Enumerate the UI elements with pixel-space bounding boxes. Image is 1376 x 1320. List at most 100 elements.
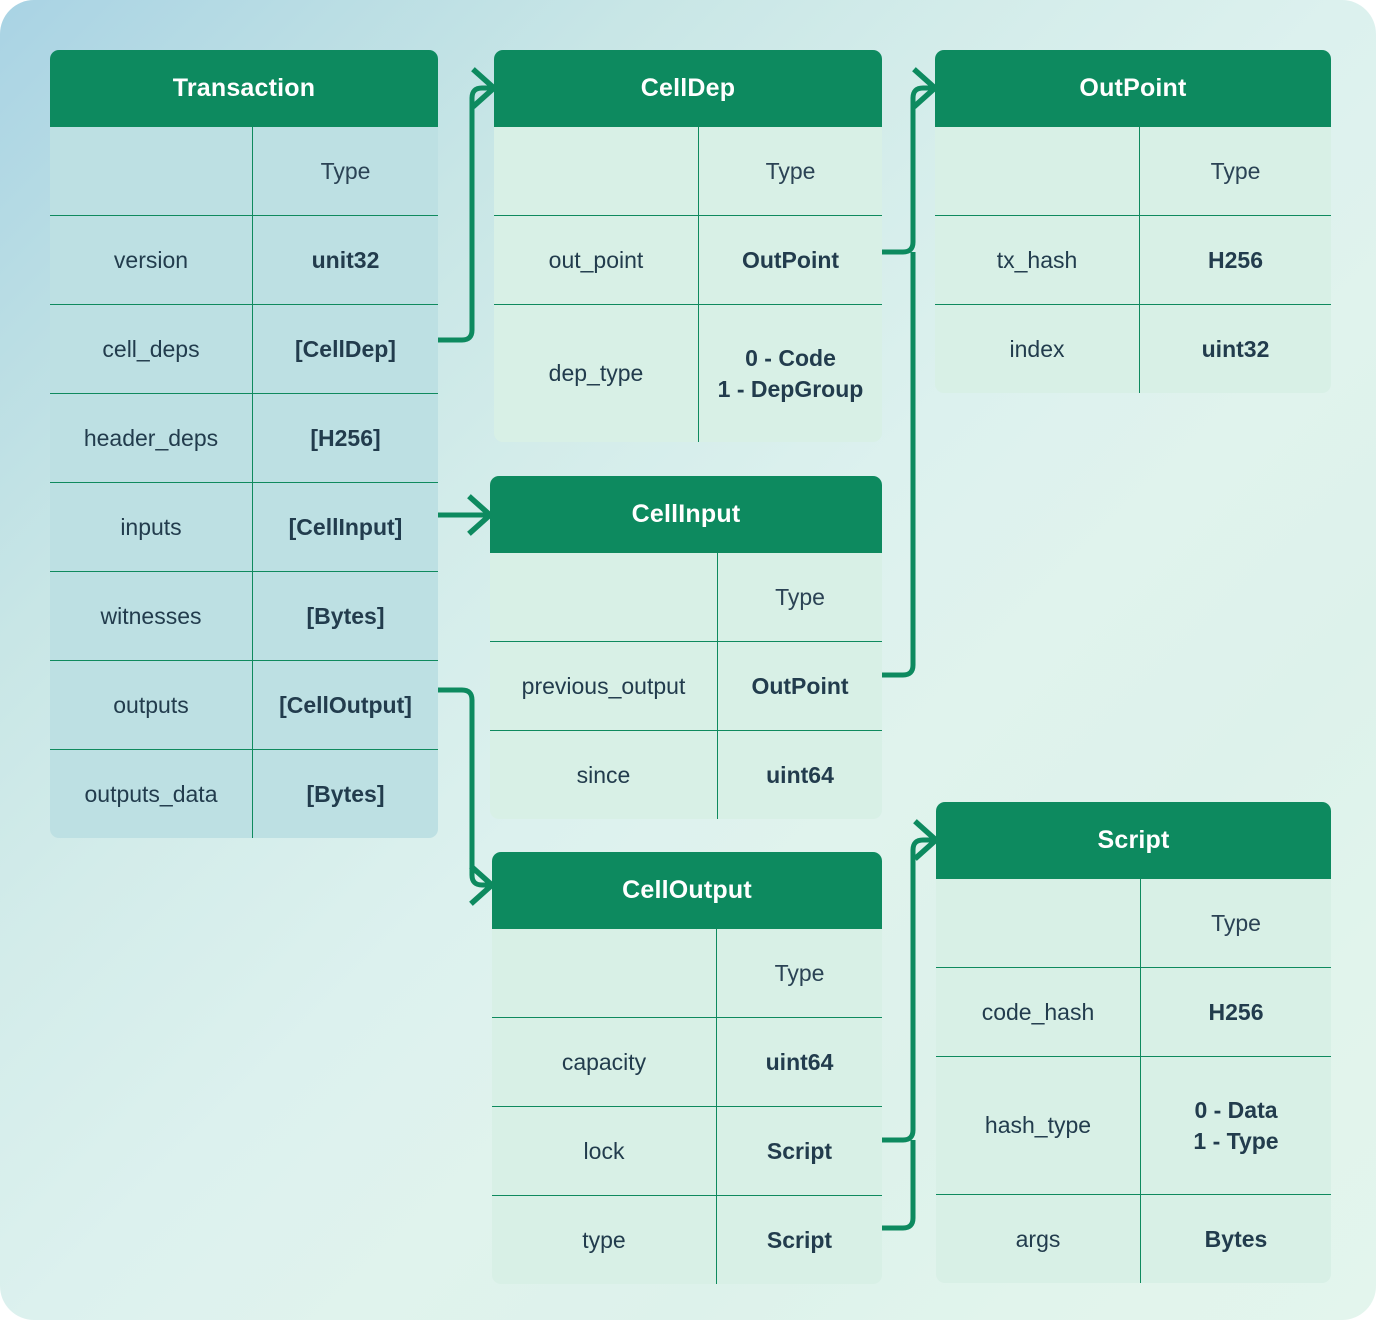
- table-row: witnesses [Bytes]: [50, 571, 438, 661]
- field-type: 0 - Data 1 - Type: [1140, 1056, 1331, 1195]
- connector-outpoint-to-outpoint: [882, 67, 938, 255]
- field-name: code_hash: [936, 967, 1141, 1057]
- field-type: [H256]: [252, 393, 438, 483]
- field-name: since: [490, 730, 718, 819]
- connector-previousoutput-to-outpoint: [882, 252, 916, 678]
- field-type-line-2: 1 - Type: [1193, 1127, 1279, 1154]
- table-row: index uint32: [935, 304, 1331, 393]
- connector-inputs-to-cellinput: [438, 494, 493, 536]
- column-header-type: Type: [698, 126, 882, 216]
- field-type: [Bytes]: [252, 571, 438, 661]
- field-type: unit32: [252, 215, 438, 305]
- entity-celldep-title: CellDep: [494, 50, 882, 126]
- entity-outpoint-table: Type tx_hash H256 index uint32: [935, 126, 1331, 393]
- entity-transaction-table: Type version unit32 cell_deps [CellDep] …: [50, 126, 438, 838]
- entity-transaction[interactable]: Transaction Type version unit32 cell_dep…: [50, 50, 438, 838]
- table-row: capacity uint64: [492, 1017, 882, 1107]
- connector-type-to-script: [882, 1140, 916, 1231]
- table-row-header: Type: [492, 928, 882, 1018]
- entity-cellinput-title: CellInput: [490, 476, 882, 552]
- column-header-field: [492, 928, 717, 1018]
- field-type: OutPoint: [717, 641, 882, 731]
- entity-celloutput-title: CellOutput: [492, 852, 882, 928]
- table-row: code_hash H256: [936, 967, 1331, 1057]
- field-type: [CellInput]: [252, 482, 438, 572]
- entity-celldep[interactable]: CellDep Type out_point OutPoint dep_type…: [494, 50, 882, 442]
- column-header-type: Type: [1139, 126, 1331, 216]
- table-row: type Script: [492, 1195, 882, 1284]
- table-row-header: Type: [50, 126, 438, 216]
- field-name: previous_output: [490, 641, 718, 731]
- table-row: outputs [CellOutput]: [50, 660, 438, 750]
- column-header-type: Type: [716, 928, 882, 1018]
- field-type: OutPoint: [698, 215, 882, 305]
- field-type: Script: [716, 1195, 882, 1284]
- field-type: uint64: [716, 1017, 882, 1107]
- column-header-field: [490, 552, 718, 642]
- table-row: args Bytes: [936, 1194, 1331, 1283]
- field-type-line-1: 0 - Data: [1194, 1096, 1278, 1123]
- table-row: since uint64: [490, 730, 882, 819]
- field-type: [Bytes]: [252, 749, 438, 838]
- entity-script-title: Script: [936, 802, 1331, 878]
- table-row: lock Script: [492, 1106, 882, 1196]
- table-row: header_deps [H256]: [50, 393, 438, 483]
- column-header-type: Type: [717, 552, 882, 642]
- field-name: type: [492, 1195, 717, 1284]
- field-name: args: [936, 1194, 1141, 1283]
- table-row: previous_output OutPoint: [490, 641, 882, 731]
- entity-transaction-title: Transaction: [50, 50, 438, 126]
- field-type: [CellDep]: [252, 304, 438, 394]
- table-row: tx_hash H256: [935, 215, 1331, 305]
- column-header-type: Type: [252, 126, 438, 216]
- entity-celloutput[interactable]: CellOutput Type capacity uint64 lock Scr…: [492, 852, 882, 1284]
- table-row: inputs [CellInput]: [50, 482, 438, 572]
- field-name: outputs: [50, 660, 253, 750]
- table-row-header: Type: [935, 126, 1331, 216]
- column-header-field: [50, 126, 253, 216]
- field-type: 0 - Code 1 - DepGroup: [698, 304, 882, 442]
- table-row: version unit32: [50, 215, 438, 305]
- field-type: [CellOutput]: [252, 660, 438, 750]
- entity-outpoint[interactable]: OutPoint Type tx_hash H256 index uint32: [935, 50, 1331, 393]
- field-type: Bytes: [1140, 1194, 1331, 1283]
- column-header-field: [936, 878, 1141, 968]
- table-row: dep_type 0 - Code 1 - DepGroup: [494, 304, 882, 442]
- column-header-type: Type: [1140, 878, 1331, 968]
- field-name: outputs_data: [50, 749, 253, 838]
- entity-script-table: Type code_hash H256 hash_type 0 - Data 1…: [936, 878, 1331, 1283]
- table-row: cell_deps [CellDep]: [50, 304, 438, 394]
- field-name: cell_deps: [50, 304, 253, 394]
- field-name: witnesses: [50, 571, 253, 661]
- table-row-header: Type: [494, 126, 882, 216]
- table-row-header: Type: [490, 552, 882, 642]
- connector-lock-to-script: [882, 819, 939, 1143]
- field-name: lock: [492, 1106, 717, 1196]
- field-name: index: [935, 304, 1140, 393]
- field-type: H256: [1140, 967, 1331, 1057]
- field-type: H256: [1139, 215, 1331, 305]
- entity-celloutput-table: Type capacity uint64 lock Script type Sc…: [492, 928, 882, 1284]
- field-name: header_deps: [50, 393, 253, 483]
- field-type: uint32: [1139, 304, 1331, 393]
- entity-celldep-table: Type out_point OutPoint dep_type 0 - Cod…: [494, 126, 882, 442]
- field-name: dep_type: [494, 304, 699, 442]
- field-name: tx_hash: [935, 215, 1140, 305]
- entity-outpoint-title: OutPoint: [935, 50, 1331, 126]
- connector-outputs-to-celloutput: [438, 687, 495, 906]
- table-row-header: Type: [936, 878, 1331, 968]
- field-type: Script: [716, 1106, 882, 1196]
- field-name: hash_type: [936, 1056, 1141, 1195]
- entity-cellinput-table: Type previous_output OutPoint since uint…: [490, 552, 882, 819]
- table-row: outputs_data [Bytes]: [50, 749, 438, 838]
- entity-cellinput[interactable]: CellInput Type previous_output OutPoint …: [490, 476, 882, 819]
- table-row: out_point OutPoint: [494, 215, 882, 305]
- field-type-line-1: 0 - Code: [745, 344, 836, 371]
- connector-celldeps-to-celldep: [438, 67, 497, 343]
- field-type: uint64: [717, 730, 882, 819]
- field-name: inputs: [50, 482, 253, 572]
- column-header-field: [494, 126, 699, 216]
- table-row: hash_type 0 - Data 1 - Type: [936, 1056, 1331, 1195]
- entity-script[interactable]: Script Type code_hash H256 hash_type 0 -…: [936, 802, 1331, 1283]
